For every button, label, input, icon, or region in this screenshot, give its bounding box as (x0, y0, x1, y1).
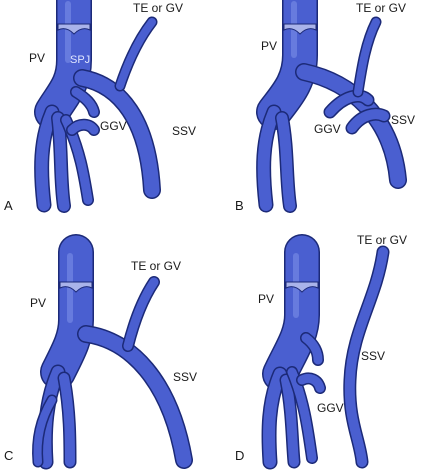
panel-c: PV TE or GV SSV C (4, 234, 197, 470)
panel-b-te-gv-label: TE or GV (356, 1, 406, 15)
panel-c-ssv-label: SSV (173, 370, 197, 384)
panel-b-ssv-label: SSV (391, 113, 415, 127)
panel-b-ggv-label: GGV (314, 122, 341, 136)
panel-a-letter: A (4, 198, 13, 213)
panel-d-veins (261, 234, 390, 470)
panel-b-letter: B (235, 198, 244, 213)
panel-d-pv-label: PV (258, 292, 274, 306)
panel-c-letter: C (4, 448, 13, 463)
panel-c-te-gv-label: TE or GV (131, 259, 181, 273)
panel-d-ssv-label: SSV (361, 349, 385, 363)
panel-d-letter: D (235, 448, 244, 463)
panel-a-ggv-label: GGV (100, 119, 127, 133)
panel-a-ssv-label: SSV (172, 124, 196, 138)
panel-a-pv-label: PV (29, 51, 45, 65)
panel-a-te-gv-label: TE or GV (133, 1, 183, 15)
panel-d-ggv-label: GGV (317, 401, 344, 415)
panel-a-veins (34, 0, 161, 213)
panel-b: PV TE or GV GGV SSV B (235, 0, 415, 213)
panel-c-pv-label: PV (30, 296, 46, 310)
panel-c-veins (32, 234, 193, 470)
panel-d: PV TE or GV GGV SSV D (235, 233, 407, 470)
panel-a: PV SPJ TE or GV GGV SSV A (4, 0, 196, 213)
panel-b-pv-label: PV (261, 39, 277, 53)
panel-a-spj-label: SPJ (70, 54, 90, 66)
panel-b-veins (256, 0, 407, 213)
panel-d-te-gv-label: TE or GV (357, 233, 407, 247)
